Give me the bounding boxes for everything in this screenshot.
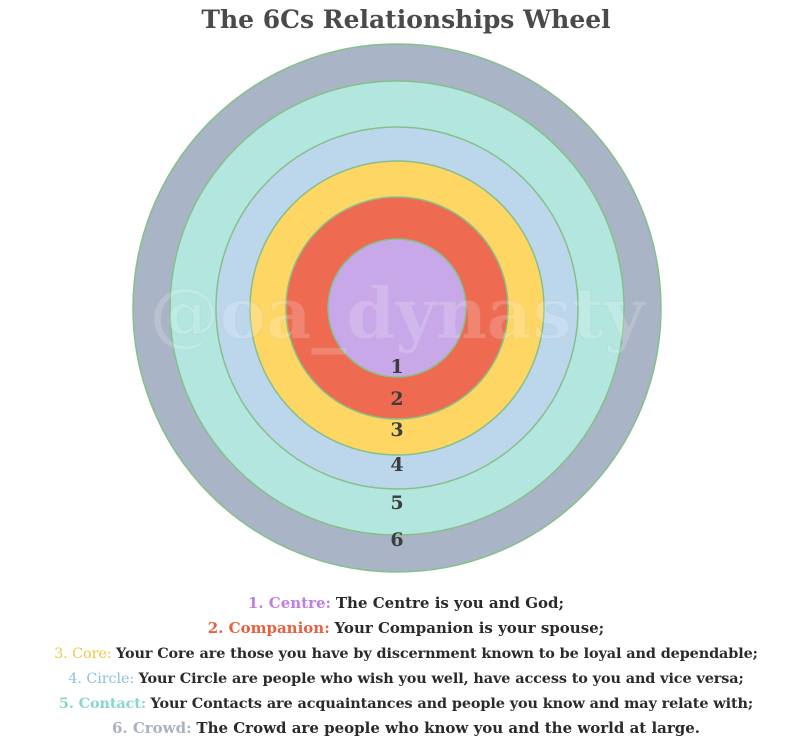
ring-number-6: 6	[390, 529, 403, 551]
legend-term: 2. Companion:	[207, 619, 330, 637]
legend-item-centre: 1. Centre: The Centre is you and God;	[0, 591, 812, 616]
ring-1	[327, 238, 467, 378]
legend-item-crowd: 6. Crowd: The Crowd are people who know …	[0, 716, 812, 741]
legend-term: 6. Crowd:	[111, 719, 192, 737]
ring-number-2: 2	[390, 388, 403, 410]
relationships-wheel: @oa_dynasty 1 2 3 4 5 6	[132, 43, 662, 573]
legend: 1. Centre: The Centre is you and God; 2.…	[0, 591, 812, 741]
legend-item-circle: 4. Circle: Your Circle are people who wi…	[0, 666, 812, 691]
legend-term: 1. Centre:	[247, 594, 332, 612]
wheel-rings	[132, 43, 662, 573]
legend-term: 4. Circle:	[68, 671, 135, 687]
legend-term: 5. Contact:	[58, 695, 147, 712]
legend-item-companion: 2. Companion: Your Companion is your spo…	[0, 616, 812, 641]
ring-number-4: 4	[390, 454, 403, 476]
watermark-text: @oa_dynasty	[149, 272, 647, 355]
legend-description: Your Contacts are acquaintances and peop…	[150, 695, 754, 712]
legend-description: Your Core are those you have by discernm…	[116, 645, 758, 662]
legend-description: The Centre is you and God;	[335, 594, 565, 612]
ring-numbers: 1 2 3 4 5 6	[390, 356, 403, 551]
legend-item-core: 3. Core: Your Core are those you have by…	[0, 641, 812, 666]
legend-term: 3. Core:	[54, 646, 112, 662]
page-title: The 6Cs Relationships Wheel	[201, 5, 611, 34]
legend-description: The Crowd are people who know you and th…	[196, 719, 701, 737]
ring-number-1: 1	[390, 356, 403, 378]
legend-item-contact: 5. Contact: Your Contacts are acquaintan…	[0, 691, 812, 716]
legend-description: Your Companion is your spouse;	[334, 619, 605, 637]
ring-number-5: 5	[390, 492, 403, 514]
ring-number-3: 3	[390, 419, 403, 441]
legend-description: Your Circle are people who wish you well…	[138, 670, 744, 687]
